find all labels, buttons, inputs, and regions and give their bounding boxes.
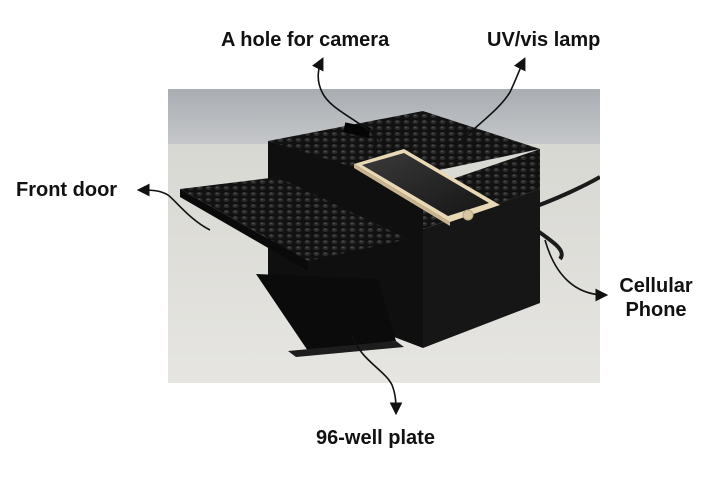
camera-hole-arrow — [311, 57, 381, 141]
plate-tray — [288, 341, 404, 357]
front-door-arrow — [136, 183, 211, 231]
plate-label: 96-well plate — [316, 427, 435, 449]
box-right-side — [423, 189, 540, 348]
device-photo — [168, 89, 600, 383]
lamp-arrow — [451, 57, 526, 151]
phone-label-line2: Phone — [625, 299, 687, 321]
front-door-label: Front door — [16, 179, 118, 201]
phone-label-line1: Cellular — [619, 275, 693, 297]
plate-slot — [256, 274, 396, 351]
phone-label: Cellular Phone — [604, 274, 708, 322]
lamp-label: UV/vis lamp — [487, 29, 601, 51]
cellular-phone — [354, 149, 500, 226]
front-door-lid — [180, 177, 408, 261]
plate-arrow — [351, 334, 403, 416]
camera-hole-label: A hole for camera — [221, 29, 390, 51]
phone-arrow — [544, 239, 609, 302]
front-door-edge — [180, 189, 308, 271]
photo-illustration — [168, 89, 600, 383]
camera-hole — [343, 122, 371, 138]
